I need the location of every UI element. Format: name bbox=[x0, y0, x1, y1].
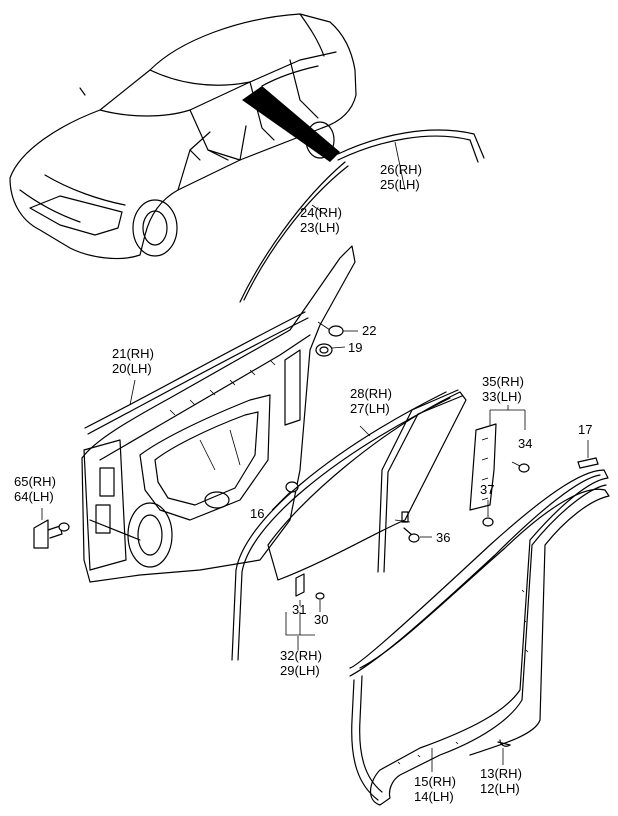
callout-34: 34 bbox=[518, 436, 533, 451]
callout-24-23: 24(RH)23(LH) bbox=[300, 205, 342, 235]
callout-36: 36 bbox=[436, 530, 451, 545]
callout-13-12: 13(RH)12(LH) bbox=[480, 766, 522, 796]
callout-65-64: 65(RH)64(LH) bbox=[14, 474, 56, 504]
glass-holder-31 bbox=[285, 573, 325, 636]
car-illustration bbox=[9, 13, 357, 260]
front-door-frame bbox=[81, 245, 356, 583]
cap-17 bbox=[577, 457, 599, 469]
glass-run-rear bbox=[377, 389, 459, 573]
callout-26-25: 26(RH)25(LH) bbox=[380, 162, 422, 192]
glass-run-front bbox=[231, 391, 447, 661]
rear-channel-bracket bbox=[469, 405, 530, 527]
door-hinge bbox=[33, 508, 70, 549]
callout-19: 19 bbox=[348, 340, 363, 355]
roof-molding bbox=[337, 135, 479, 163]
callout-16: 16 bbox=[250, 506, 265, 521]
callout-21-20: 21(RH)20(LH) bbox=[112, 346, 154, 376]
callout-37: 37 bbox=[480, 482, 495, 497]
callout-32-29: 32(RH)29(LH) bbox=[280, 648, 322, 678]
callout-31: 31 bbox=[292, 602, 307, 617]
callout-35-33: 35(RH)33(LH) bbox=[482, 374, 524, 404]
door-bumper-16 bbox=[285, 481, 299, 493]
callout-17: 17 bbox=[578, 422, 593, 437]
belt-molding bbox=[84, 311, 306, 429]
callout-15-14: 15(RH)14(LH) bbox=[414, 774, 456, 804]
callout-28-27: 28(RH)27(LH) bbox=[350, 386, 392, 416]
callout-22: 22 bbox=[362, 323, 377, 338]
callout-30: 30 bbox=[314, 612, 329, 627]
clip-22 bbox=[317, 321, 358, 337]
grommet-19 bbox=[315, 343, 346, 357]
pillar-molding bbox=[239, 161, 346, 303]
bolt-36 bbox=[403, 527, 432, 543]
door-weatherstrip bbox=[349, 469, 610, 806]
